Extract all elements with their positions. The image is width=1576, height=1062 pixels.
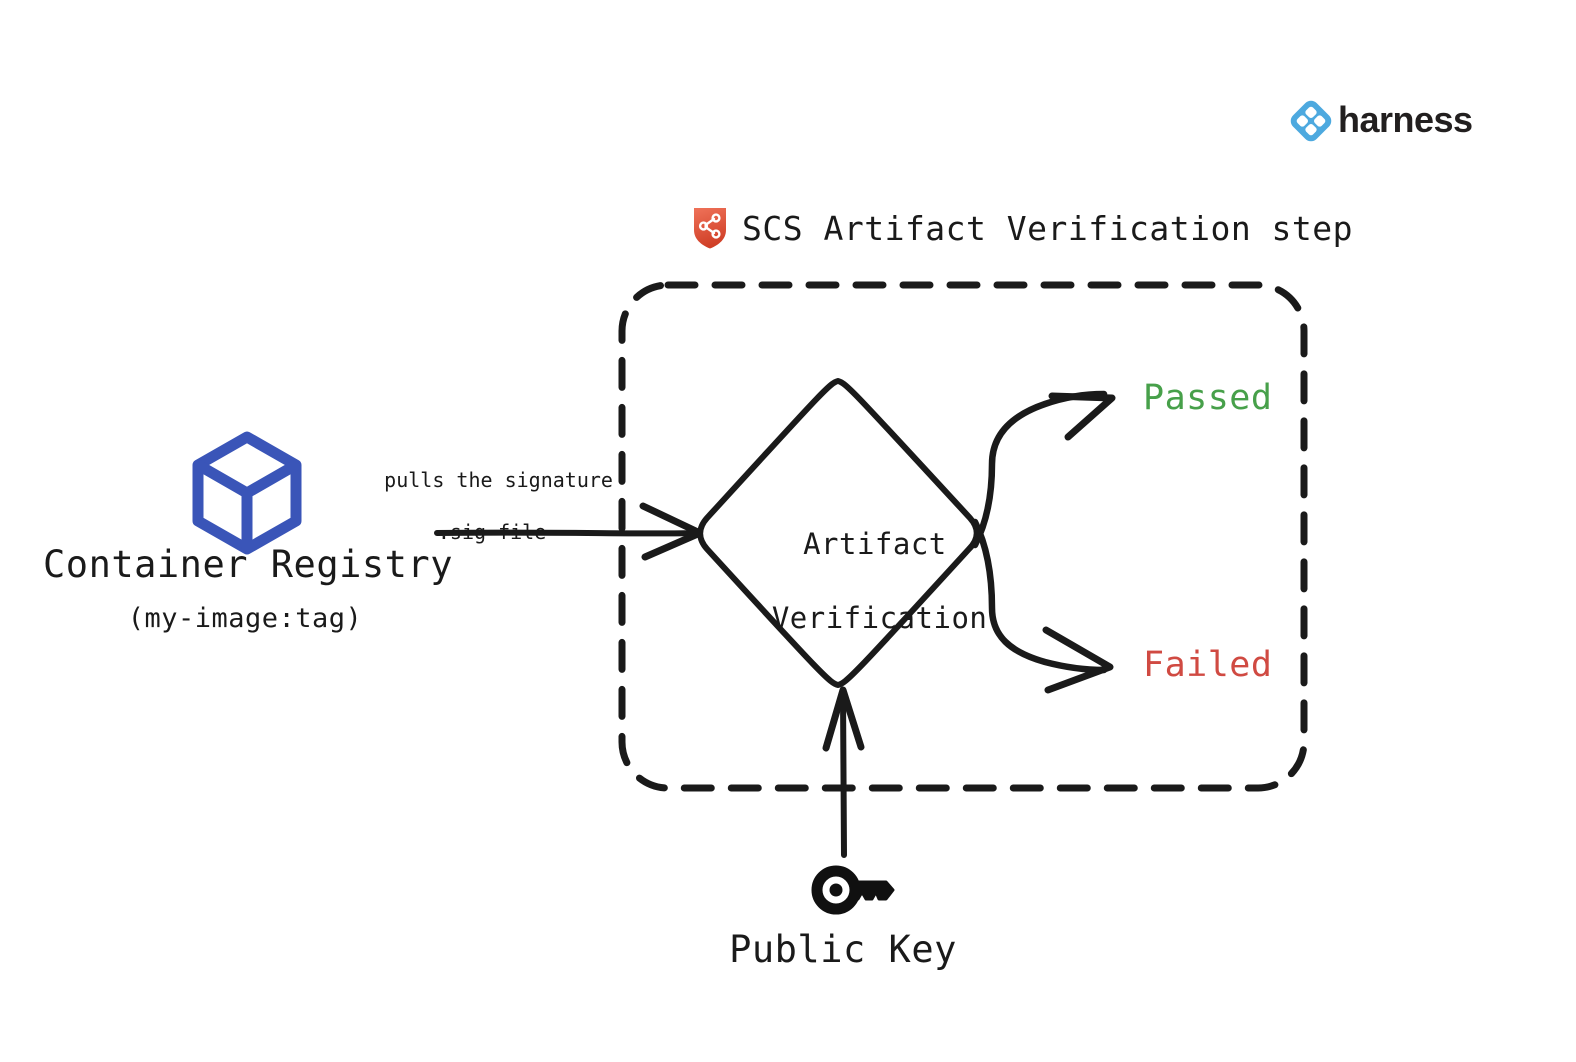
key-icon — [811, 865, 895, 915]
scs-step-boundary — [618, 281, 1308, 792]
harness-diamond-logo-icon — [1290, 100, 1332, 142]
step-title-label: SCS Artifact Verification step — [742, 208, 1354, 248]
arrow-publickey-to-verification — [822, 686, 865, 858]
verification-line-1: Artifact — [803, 527, 947, 562]
outcome-failed-label: Failed — [1143, 645, 1273, 685]
pull-note-line-2: .sig file — [437, 520, 547, 544]
pull-note-line-1: pulls the signature — [384, 468, 613, 492]
artifact-verification-label: Artifact Verification — [700, 489, 987, 675]
container-registry-label: Container Registry — [43, 543, 453, 586]
outcome-passed-label: Passed — [1143, 378, 1273, 418]
step-title: SCS Artifact Verification step — [692, 206, 1353, 250]
artifact-verification-diamond — [697, 378, 980, 688]
harness-wordmark: harness — [1338, 99, 1473, 140]
verification-line-2: Verification — [771, 601, 988, 636]
scs-shield-icon — [694, 208, 726, 249]
pull-signature-note: pulls the signature .sig file — [336, 441, 613, 571]
container-cube-icon — [192, 431, 302, 555]
container-registry-tag: (my-image:tag) — [127, 603, 363, 634]
arrow-verification-to-passed — [971, 390, 1116, 549]
arrow-verification-to-failed — [971, 518, 1114, 694]
harness-logo: harness — [1290, 100, 1473, 142]
public-key-label: Public Key — [729, 928, 957, 971]
